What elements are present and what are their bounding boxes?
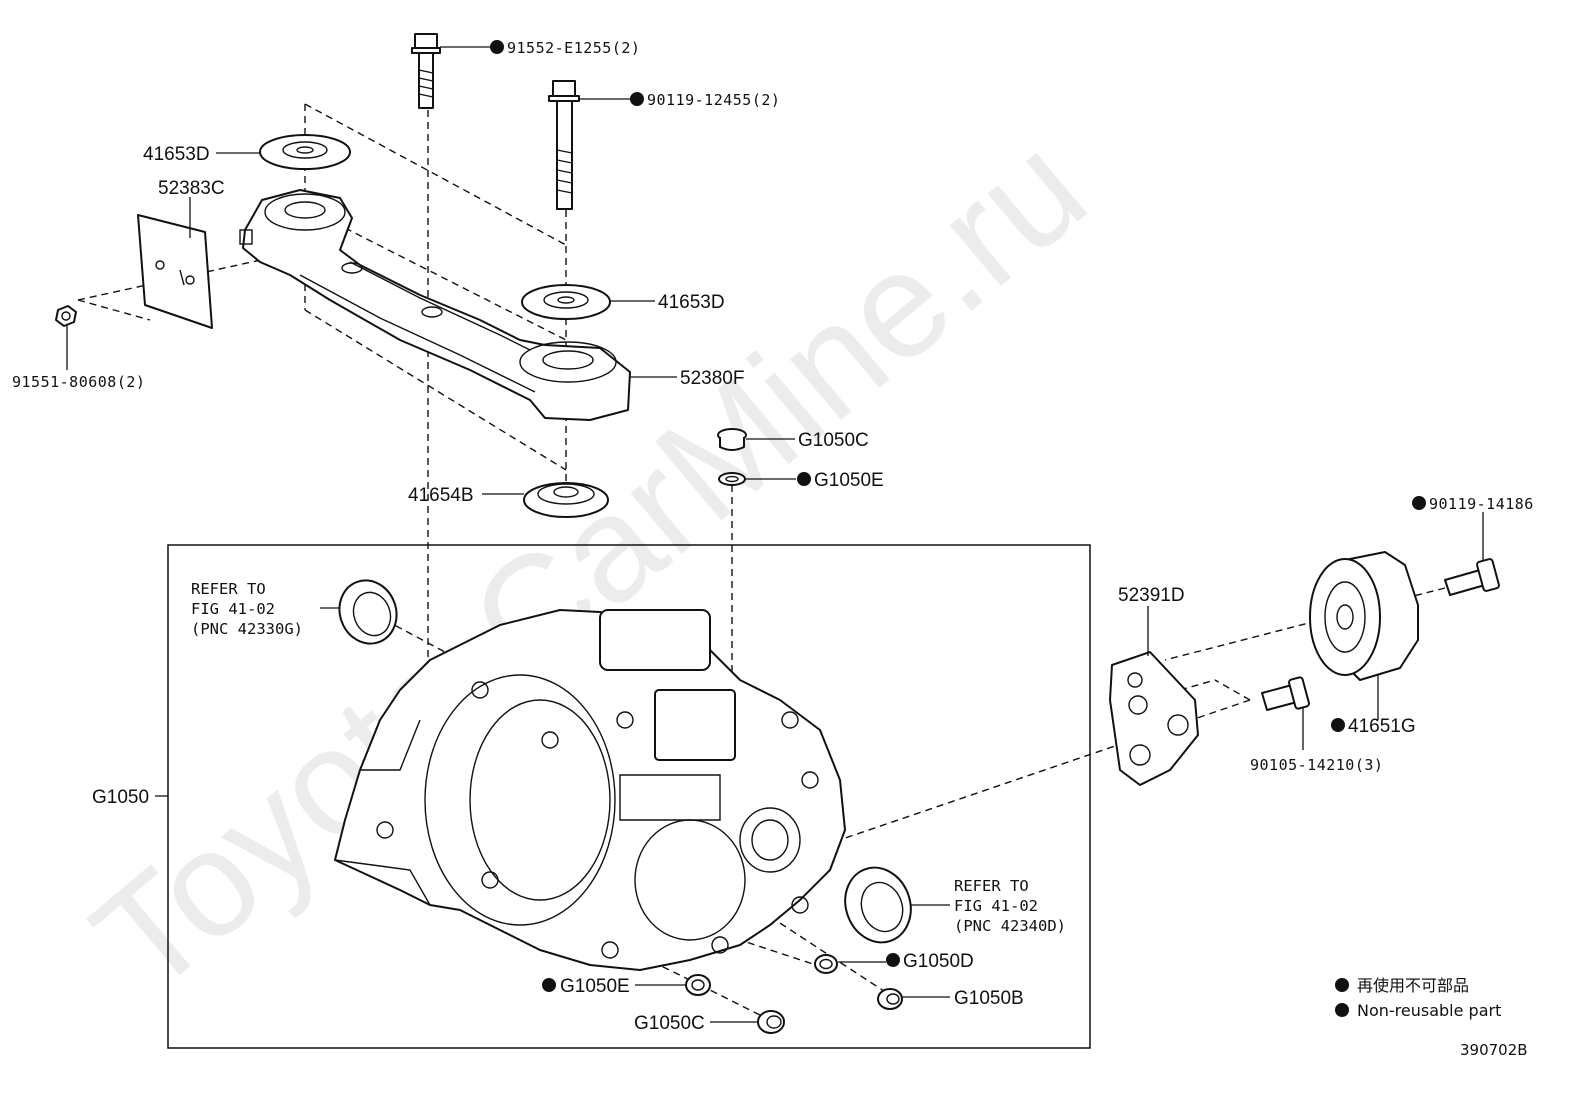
svg-text:REFER TO: REFER TO <box>191 580 266 598</box>
label-washer-upper: 41653D <box>143 144 210 165</box>
label-transaxle: G1050 <box>92 787 149 808</box>
bracket-52391d-icon <box>1109 651 1199 786</box>
part-labels: 91552-E1255(2) 90119-12455(2) 41653D 523… <box>12 39 1534 1034</box>
label-gasket-d: G1050D <box>903 951 974 972</box>
refer-note-left: REFER TO FIG 41-02 (PNC 42330G) <box>191 580 303 638</box>
bolt-90119-12455-icon <box>548 80 580 210</box>
non-reusable-dot <box>542 978 556 992</box>
plate-52383c-icon <box>137 214 213 329</box>
svg-text:REFER TO: REFER TO <box>954 877 1029 895</box>
washer-41654b-icon <box>523 482 609 518</box>
label-plug-bottom: G1050C <box>634 1013 705 1034</box>
label-washer-mid: 41653D <box>658 292 725 313</box>
label-pulley: 41651G <box>1348 716 1416 737</box>
oil-seal-right-icon <box>844 866 912 944</box>
plug-g1050c-bottom-icon <box>757 1010 785 1034</box>
non-reusable-dot <box>490 40 504 54</box>
legend-en: Non-reusable part <box>1357 1001 1501 1020</box>
figure-code: 390702B <box>1460 1041 1528 1059</box>
svg-text:(PNC 42340D): (PNC 42340D) <box>954 917 1066 935</box>
svg-text:(PNC 42330G): (PNC 42330G) <box>191 620 303 638</box>
non-reusable-dot <box>797 472 811 486</box>
svg-text:FIG 41-02: FIG 41-02 <box>191 600 275 618</box>
screw-91551-icon <box>55 305 77 327</box>
non-reusable-dot <box>886 953 900 967</box>
label-plug-b: G1050B <box>954 988 1024 1009</box>
washer-41653d-mid-icon <box>521 284 611 320</box>
label-bolt-mount: 90119-12455(2) <box>647 91 780 109</box>
svg-text:FIG 41-02: FIG 41-02 <box>954 897 1038 915</box>
oil-seal-left-icon <box>338 579 398 645</box>
non-reusable-dot <box>1412 496 1426 510</box>
label-bolt-bracket: 90105-14210(3) <box>1250 756 1383 774</box>
label-bracket-right: 52391D <box>1118 585 1185 606</box>
gasket-g1050d-icon <box>814 954 838 974</box>
bolt-91552-icon <box>411 33 441 109</box>
refer-note-right: REFER TO FIG 41-02 (PNC 42340D) <box>954 877 1066 935</box>
bracket-52380f-icon <box>239 189 631 421</box>
washer-41653d-upper-icon <box>259 134 351 170</box>
label-bolt-right: 90119-14186 <box>1429 495 1534 513</box>
leader-lines <box>66 46 1484 1023</box>
label-washer-lower: 41654B <box>408 485 474 506</box>
non-reusable-dot <box>630 92 644 106</box>
legend-dot <box>1335 978 1349 992</box>
label-gasket-bottom: G1050E <box>560 976 630 997</box>
label-plate: 52383C <box>158 178 225 199</box>
non-reusable-markers <box>490 40 1426 1017</box>
legend-jp: 再使用不可部品 <box>1357 976 1469 995</box>
label-gasket-top: G1050E <box>814 470 884 491</box>
transaxle-g1050-icon <box>334 609 846 971</box>
legend-dot <box>1335 1003 1349 1017</box>
bolt-90105-icon <box>1261 676 1310 711</box>
bolt-90119-14186-icon <box>1444 558 1500 596</box>
plug-g1050c-top-icon <box>717 428 747 451</box>
label-bracket: 52380F <box>680 368 744 389</box>
non-reusable-dot <box>1331 718 1345 732</box>
label-bolt-top: 91552-E1255(2) <box>507 39 640 57</box>
legend: 再使用不可部品 Non-reusable part <box>1357 976 1501 1020</box>
gasket-g1050e-top-icon <box>718 472 746 486</box>
gasket-g1050e-bottom-icon <box>685 974 711 996</box>
pulley-41651g-icon <box>1309 551 1419 681</box>
plug-g1050b-icon <box>877 988 903 1010</box>
label-screw-plate: 91551-80608(2) <box>12 373 145 391</box>
label-plug-top: G1050C <box>798 430 869 451</box>
